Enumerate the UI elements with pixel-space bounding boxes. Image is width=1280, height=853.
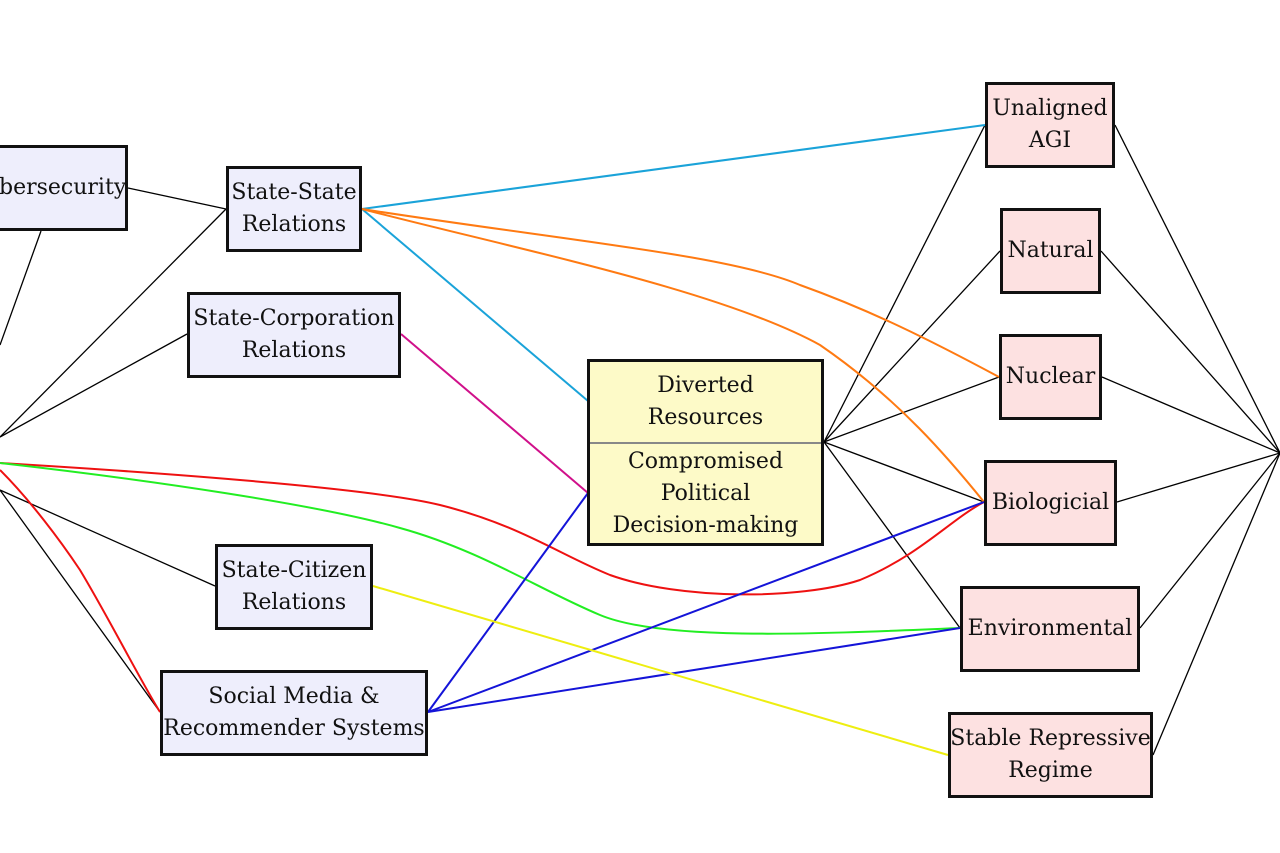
node-natural[interactable]: Natural <box>1000 208 1101 294</box>
edge-hub-biological-red <box>0 462 985 596</box>
edge-decision-unaligned-agi <box>823 124 986 443</box>
node-state-state-line2: Relations <box>241 212 347 237</box>
edge-biological-right <box>1116 452 1280 503</box>
node-social-media[interactable]: Social Media & Recommender Systems <box>160 670 428 756</box>
node-stable-repressive[interactable]: Stable Repressive Regime <box>948 712 1153 798</box>
node-state-state[interactable]: State-State Relations <box>226 166 362 252</box>
edge-state-state-unaligned-agi <box>361 124 986 210</box>
edge-social-media-biological <box>427 501 985 713</box>
edge-hub-state-corporation <box>0 333 188 438</box>
node-decision[interactable]: Diverted Resources Compromised Political… <box>587 359 824 546</box>
node-diverted-resources-line2: Resources <box>647 405 764 430</box>
node-compromised-political: Compromised Political Decision-making <box>590 444 821 543</box>
edge-state-corporation-decision <box>400 333 589 494</box>
node-cybersecurity[interactable]: bersecurity <box>0 145 128 231</box>
edge-hub-state-state <box>0 208 227 438</box>
edge-natural-right <box>1100 250 1280 454</box>
node-social-media-line2: Recommender Systems <box>163 716 425 741</box>
node-state-state-line1: State-State <box>231 180 357 205</box>
edge-cybersecurity-hub <box>0 230 42 346</box>
edge-nuclear-right <box>1101 376 1280 454</box>
node-environmental-label: Environmental <box>967 616 1133 641</box>
edge-state-state-nuclear <box>361 208 1000 378</box>
node-unaligned-agi-line2: AGI <box>1028 128 1072 153</box>
node-state-citizen-line1: State-Citizen <box>221 558 367 583</box>
edge-stable-repressive-right <box>1152 452 1280 756</box>
edge-social-media-environmental <box>427 627 961 713</box>
edge-decision-nuclear <box>823 376 1000 443</box>
node-compromised-political-line1: Compromised <box>627 448 784 474</box>
node-stable-repressive-line2: Regime <box>1008 758 1093 783</box>
node-biological-label: Biologicial <box>991 490 1110 515</box>
edge-state-citizen-stable-repressive <box>372 585 949 756</box>
node-unaligned-agi[interactable]: Unaligned AGI <box>985 82 1115 168</box>
node-compromised-political-line3: Decision-making <box>612 512 799 538</box>
node-nuclear[interactable]: Nuclear <box>999 334 1102 420</box>
node-environmental[interactable]: Environmental <box>960 586 1140 672</box>
edge-hub-state-citizen <box>0 489 216 587</box>
edge-decision-biological <box>823 441 985 503</box>
node-state-corporation-line1: State-Corporation <box>193 306 395 331</box>
node-biological[interactable]: Biologicial <box>984 460 1117 546</box>
edge-environmental-right <box>1139 452 1280 629</box>
edge-decision-environmental <box>823 441 961 629</box>
edge-cybersecurity-state-state <box>127 187 227 210</box>
node-state-corporation-line2: Relations <box>241 338 347 363</box>
node-cybersecurity-label: bersecurity <box>0 175 127 200</box>
edge-hub-social-media <box>0 489 161 713</box>
node-state-citizen[interactable]: State-Citizen Relations <box>215 544 373 630</box>
node-diverted-resources: Diverted Resources <box>590 362 821 444</box>
node-nuclear-label: Nuclear <box>1005 364 1096 389</box>
node-diverted-resources-line1: Diverted <box>657 373 754 398</box>
node-natural-label: Natural <box>1007 238 1094 263</box>
node-state-citizen-line2: Relations <box>241 590 347 615</box>
node-compromised-political-line2: Political <box>660 480 751 506</box>
node-social-media-line1: Social Media & <box>208 684 380 709</box>
edge-social-media-decision <box>427 492 589 713</box>
node-stable-repressive-line1: Stable Repressive <box>950 726 1151 751</box>
edge-hub-environmental-green <box>0 462 961 635</box>
edge-unaligned-agi-right <box>1114 124 1280 454</box>
edge-decision-natural <box>823 250 1001 443</box>
edge-state-state-biological <box>361 208 985 503</box>
edge-hub-social-media-red <box>0 469 161 713</box>
edge-state-state-diverted-resources <box>361 208 589 402</box>
node-unaligned-agi-line1: Unaligned <box>992 96 1108 121</box>
node-state-corporation[interactable]: State-Corporation Relations <box>187 292 401 378</box>
